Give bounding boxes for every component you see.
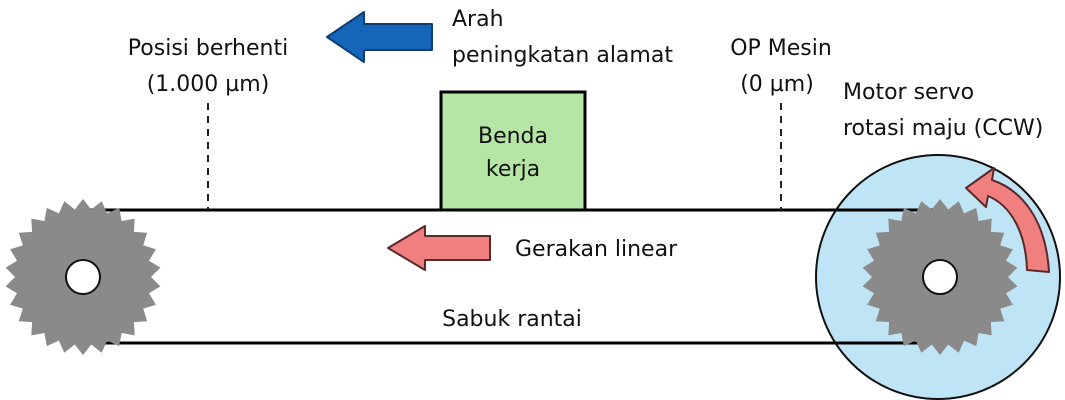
- motor-label: Motor servo: [843, 80, 974, 105]
- direction-arrow-icon: [326, 11, 433, 63]
- left-gear-icon: [5, 199, 161, 355]
- direction-label: peningkatan alamat: [452, 43, 673, 68]
- linear-motion-arrow-icon: [387, 225, 491, 271]
- workpiece-label: kerja: [486, 157, 540, 182]
- rotation-arrow-icon: [965, 167, 1050, 273]
- workpiece-box: [439, 90, 587, 212]
- linear-motion-label: Gerakan linear: [515, 237, 678, 262]
- stop-position-value: (1.000 µm): [147, 72, 270, 97]
- workpiece-label: Benda: [478, 124, 548, 149]
- stop-position-label: Posisi berhenti: [128, 36, 288, 61]
- direction-label: Arah: [452, 7, 504, 32]
- motor-label: rotasi maju (CCW): [843, 116, 1043, 141]
- machine-op-value: (0 µm): [740, 72, 814, 97]
- chain-belt-label: Sabuk rantai: [442, 307, 582, 332]
- machine-op-label: OP Mesin: [730, 36, 832, 61]
- right-gear-icon: [862, 199, 1018, 355]
